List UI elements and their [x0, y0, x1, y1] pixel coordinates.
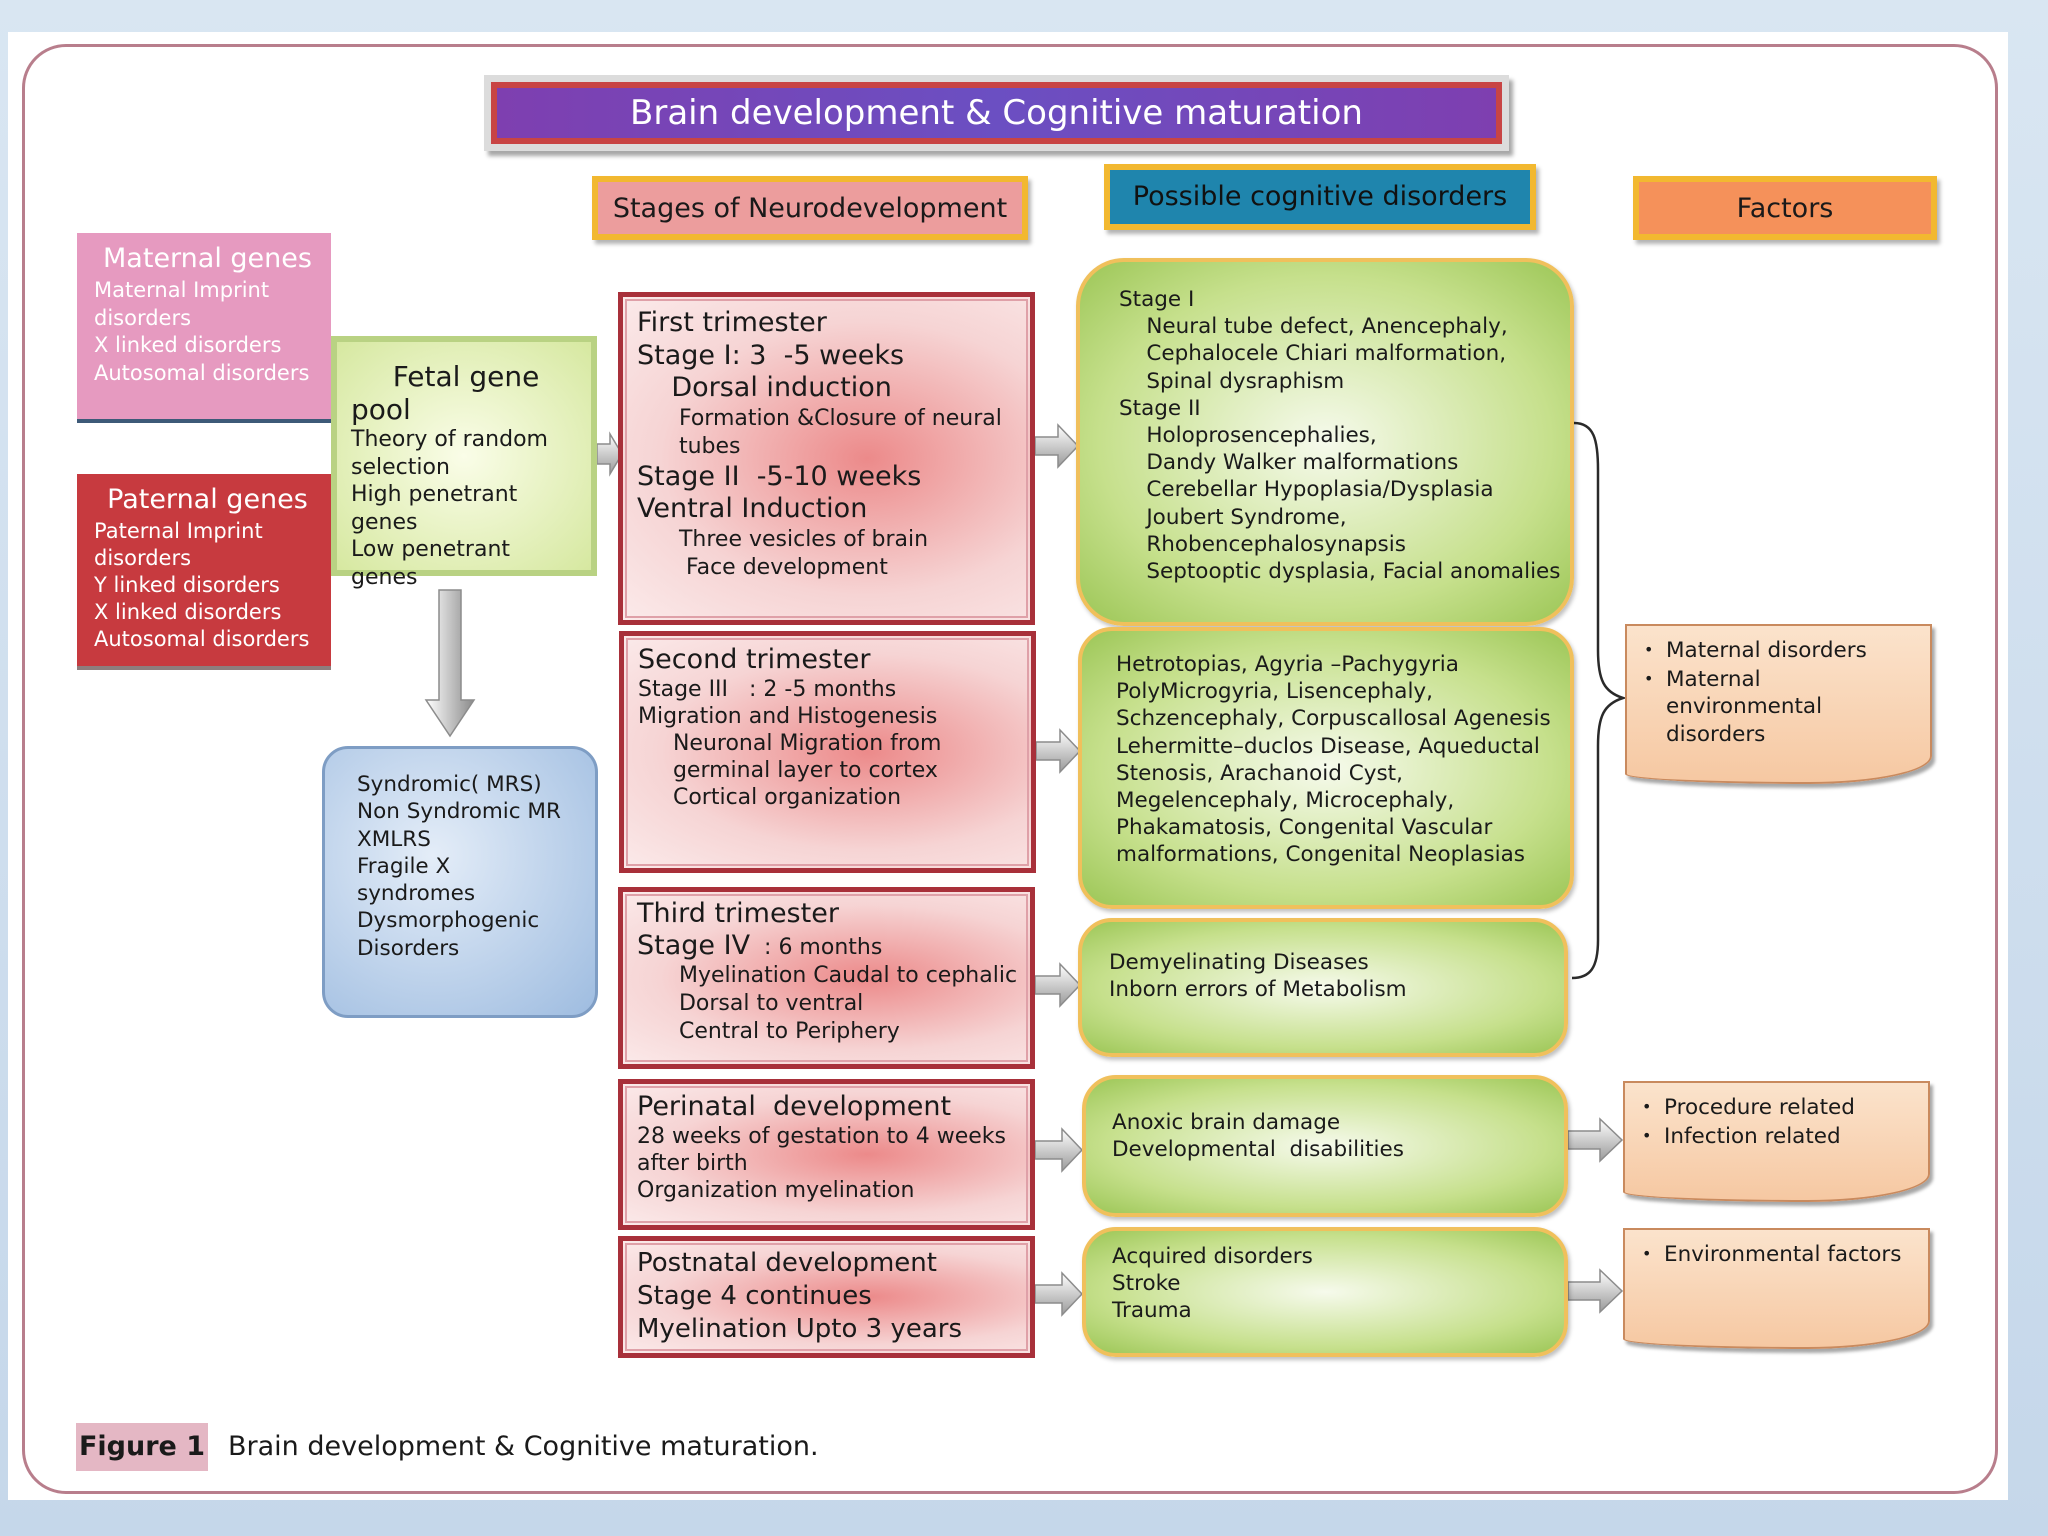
header-stages: Stages of Neurodevelopment	[592, 176, 1028, 240]
stage-first-line-5: tubes	[637, 433, 741, 459]
paternal-genes-box: Paternal genes Paternal Imprint disorder…	[77, 474, 331, 670]
arrow-stage1-to-disorders	[1034, 423, 1080, 469]
disorders-stage-3: Hetrotopias, Agyria –Pachygyria PolyMicr…	[1078, 627, 1574, 909]
disorders-postnatal: Acquired disorders Stroke Trauma	[1082, 1227, 1568, 1357]
stage-first-line-3: Dorsal induction	[637, 372, 892, 403]
factors-environmental: Environmental factors	[1623, 1228, 1930, 1349]
arrow-postnatal-to-disorders	[1034, 1271, 1084, 1317]
disorders-stage-1-2: Stage I Neural tube defect, Anencephaly,…	[1076, 258, 1574, 626]
arrow-perinatal-to-disorders	[1034, 1127, 1084, 1173]
stage-third-line-4: Dorsal to ventral	[637, 991, 864, 1016]
stage-second-line-3: Migration and Histogenesis	[638, 704, 938, 729]
stage-third-line-1: Third trimester	[637, 898, 839, 929]
stage-perinatal-line-2: 28 weeks of gestation to 4 weeks	[637, 1124, 1006, 1149]
arrow-fetal-to-stages	[596, 431, 623, 477]
maternal-genes-box: Maternal genes Maternal Imprint disorder…	[77, 233, 331, 423]
stage-third-line-2-label: Stage IV	[637, 930, 751, 961]
stage-third-line-2: Stage IV : 6 months	[637, 930, 1016, 962]
paternal-genes-list: Paternal Imprint disorders Y linked diso…	[94, 519, 310, 651]
stage-first-trimester: First trimester Stage I: 3 -5 weeks Dors…	[618, 292, 1035, 625]
stage-second-line-6: Cortical organization	[638, 785, 902, 810]
stage-perinatal-line-4: Organization myelination	[637, 1178, 915, 1203]
figure-caption: Brain development & Cognitive maturation…	[228, 1431, 819, 1462]
syndromes-box: Syndromic( MRS) Non Syndromic MR XMLRS F…	[322, 746, 598, 1018]
disorders-perinatal: Anoxic brain damage Developmental disabi…	[1082, 1075, 1568, 1217]
factors-maternal: Maternal disorders Maternal environmenta…	[1625, 624, 1932, 784]
stage-first-line-6: Stage II -5-10 weeks	[637, 460, 922, 492]
factor-item: Procedure related	[1642, 1093, 1920, 1122]
factor-item: Environmental factors	[1642, 1240, 1920, 1269]
stage-perinatal: Perinatal development 28 weeks of gestat…	[618, 1079, 1035, 1230]
header-disorders: Possible cognitive disorders	[1104, 164, 1536, 230]
stage-first-line-1: First trimester	[637, 307, 827, 338]
arrow-disorders-to-factors-2	[1567, 1117, 1624, 1163]
stage-postnatal-line-1: Postnatal development	[637, 1248, 937, 1278]
arrow-disorders-to-factors-3	[1567, 1268, 1624, 1314]
figure-frame	[22, 44, 1998, 1494]
stage-perinatal-line-1: Perinatal development	[637, 1091, 952, 1122]
stage-third-line-2-value: : 6 months	[750, 935, 883, 960]
bracket-disorders-to-factors-1	[1571, 421, 1628, 980]
stage-first-line-2: Stage I: 3 -5 weeks	[637, 339, 905, 371]
stage-second-line-2: Stage III : 2 -5 months	[638, 677, 897, 702]
paternal-genes-heading: Paternal genes	[107, 484, 308, 515]
stage-second-line-1: Second trimester	[638, 644, 871, 675]
stage-perinatal-line-3: after birth	[637, 1151, 748, 1176]
fetal-gene-pool-list: Theory of random selection High penetran…	[351, 427, 548, 590]
header-factors: Factors	[1633, 176, 1937, 240]
stage-postnatal-line-3: Myelination Upto 3 years	[637, 1314, 962, 1344]
maternal-genes-heading: Maternal genes	[103, 243, 312, 274]
figure-label: Figure 1	[76, 1423, 208, 1471]
stage-second-line-5: germinal layer to cortex	[638, 758, 938, 783]
stage-third-line-5: Central to Periphery	[637, 1019, 900, 1044]
disorders-stage-4: Demyelinating Diseases Inborn errors of …	[1078, 918, 1568, 1057]
factors-procedural: Procedure related Infection related	[1623, 1081, 1930, 1202]
factor-item: Maternal disorders	[1644, 636, 1922, 665]
factor-item: Infection related	[1642, 1122, 1920, 1151]
stage-second-line-4: Neuronal Migration from	[638, 731, 942, 756]
factor-item: Maternal environmental disorders	[1644, 665, 1922, 749]
diagram-title: Brain development & Cognitive maturation	[491, 82, 1502, 144]
maternal-genes-list: Maternal Imprint disorders X linked diso…	[94, 278, 310, 385]
stage-first-line-8: Three vesicles of brain	[637, 526, 929, 552]
stage-postnatal: Postnatal development Stage 4 continues …	[618, 1236, 1035, 1358]
stage-first-line-4: Formation &Closure of neural	[637, 405, 1002, 431]
arrow-stage2-to-disorders	[1035, 728, 1082, 774]
arrow-stage3-to-disorders	[1034, 962, 1082, 1008]
fetal-gene-pool-box: Fetal gene pool Theory of random selecti…	[331, 336, 597, 590]
stage-third-line-3: Myelination Caudal to cephalic	[637, 963, 1018, 988]
stage-postnatal-line-2: Stage 4 continues	[637, 1281, 872, 1311]
stage-first-line-9: Face development	[637, 554, 888, 580]
fetal-heading-line-2: pool	[351, 393, 411, 426]
stage-first-line-7: Ventral Induction	[637, 493, 868, 524]
fetal-heading-line-1: Fetal gene	[392, 360, 540, 393]
stage-third-trimester: Third trimester Stage IV : 6 months Myel…	[618, 887, 1035, 1069]
stage-second-trimester: Second trimester Stage III : 2 -5 months…	[619, 631, 1036, 873]
arrow-fetal-to-syndromes	[424, 589, 476, 738]
